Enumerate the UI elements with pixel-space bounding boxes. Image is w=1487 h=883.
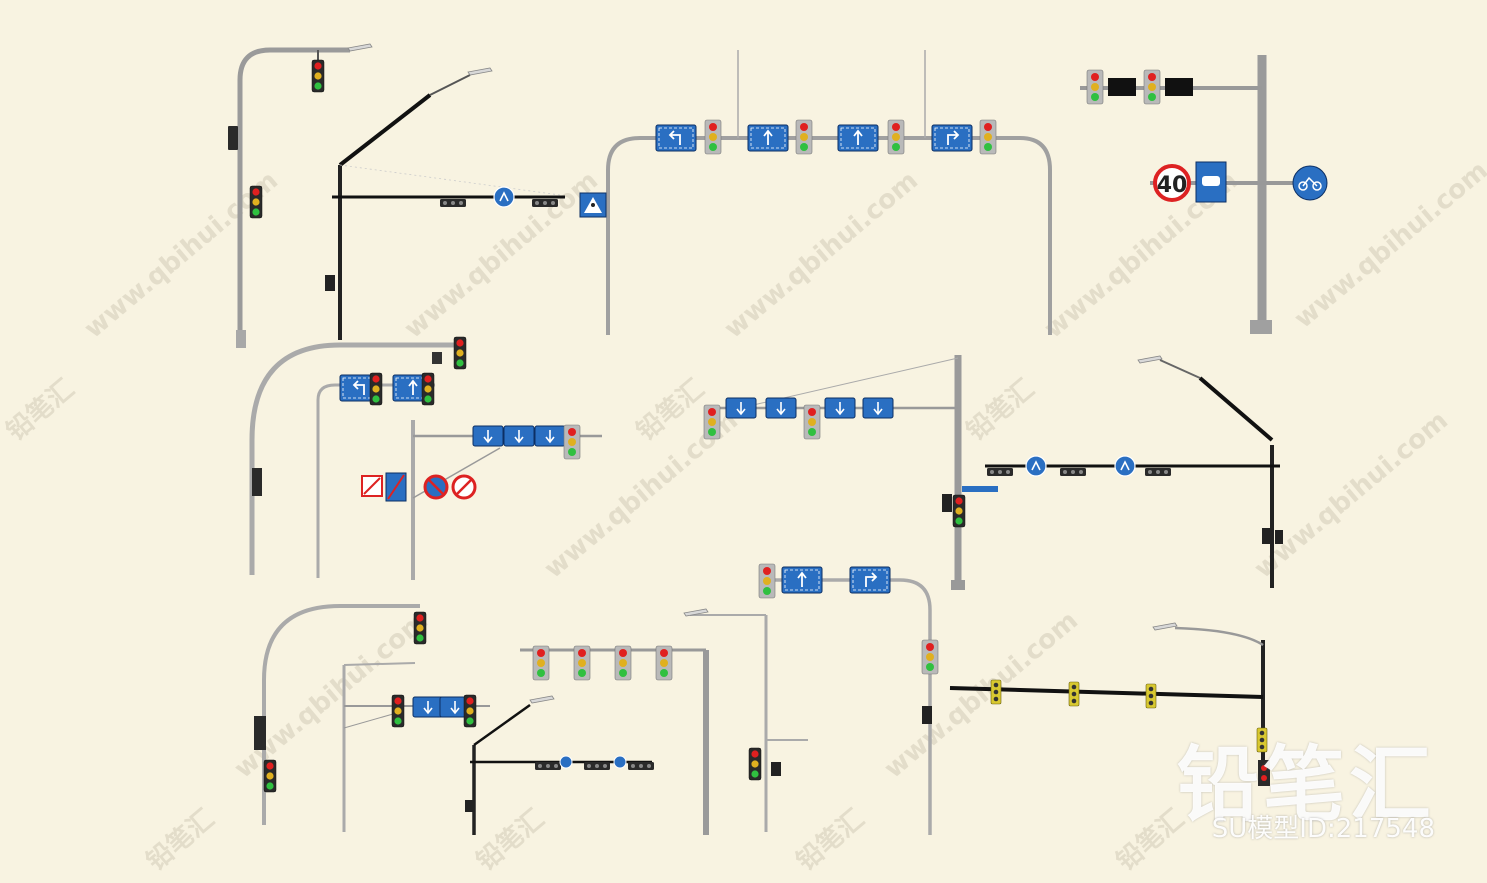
- traffic-light-icon: [1060, 468, 1086, 476]
- no-u-turn-sign-icon: [423, 474, 477, 500]
- street-lamp-icon: [529, 695, 555, 704]
- arrow-sign-icon: [862, 397, 894, 419]
- arrow-sign-icon: [765, 397, 797, 419]
- arrow-sign-icon: [781, 566, 823, 594]
- street-lamp-icon: [1152, 622, 1178, 631]
- arrow-sign-icon: [613, 755, 627, 769]
- curved-pole-bottom-left: [254, 604, 490, 832]
- car-lane-sign-icon: [1195, 161, 1227, 203]
- arrow-sign-icon: [493, 186, 515, 208]
- traffic-light-icon: [249, 185, 263, 219]
- brand-watermark: 铅笔汇: [1176, 738, 1435, 833]
- curved-pole-with-arrow-signs: [758, 563, 939, 835]
- bicycle-sign-icon: [1292, 165, 1328, 201]
- traffic-light-icon: [655, 645, 673, 681]
- arrow-sign-icon: [503, 425, 535, 447]
- arrow-sign-icon: [655, 124, 697, 152]
- curved-poles-middle-left: [249, 336, 602, 580]
- sign-post-top-right: 40: [1080, 55, 1328, 334]
- pole-with-yellow-lights: [949, 622, 1270, 786]
- traffic-light-icon: [771, 762, 781, 776]
- center-pole-with-arm: [703, 355, 998, 590]
- traffic-light-icon: [1165, 78, 1193, 96]
- traffic-light-icon: [440, 199, 466, 207]
- traffic-light-icon: [325, 275, 335, 291]
- street-lamp-icon: [467, 67, 493, 76]
- traffic-light-icon: [1068, 681, 1080, 707]
- traffic-light-icon: [369, 372, 383, 406]
- traffic-light-icon: [584, 762, 610, 770]
- traffic-light-icon: [1258, 760, 1270, 786]
- traffic-light-icon: [704, 119, 722, 155]
- traffic-light-icon: [263, 759, 277, 793]
- street-lamp-icon: [347, 43, 373, 52]
- traffic-light-icon: [432, 352, 442, 364]
- traffic-light-icon: [228, 126, 238, 150]
- traffic-light-icon: [795, 119, 813, 155]
- no-u-turn-sign-icon: [361, 475, 383, 497]
- traffic-light-icon: [1108, 78, 1136, 96]
- arrow-sign-icon: [412, 696, 444, 718]
- traffic-light-icon: [987, 468, 1013, 476]
- arrow-sign-icon: [472, 425, 504, 447]
- traffic-light-icon: [952, 494, 966, 528]
- traffic-light-icon: [421, 372, 435, 406]
- traffic-light-icon: [614, 645, 632, 681]
- traffic-light-icon: [532, 645, 550, 681]
- gantry-arch: [579, 50, 1052, 335]
- pole-with-arm-right: [985, 355, 1283, 588]
- arrow-sign-icon: [385, 472, 407, 502]
- traffic-light-icon: [628, 762, 654, 770]
- arrow-sign-icon: [747, 124, 789, 152]
- street-lamp-icon: [1137, 355, 1163, 364]
- arrow-sign-icon: [931, 124, 973, 152]
- arrow-sign-icon: [559, 755, 573, 769]
- traffic-light-icon: [563, 424, 581, 460]
- speed-limit-sign-icon: 40: [1153, 164, 1191, 202]
- traffic-light-icon: [391, 694, 405, 728]
- traffic-light-icon: [453, 336, 467, 370]
- model-id-label: SU模型ID:217548: [1211, 814, 1435, 844]
- speed-limit-label: 40: [1157, 173, 1188, 198]
- pole-with-arm-1: [325, 67, 565, 340]
- traffic-light-icon: [311, 59, 325, 93]
- arrow-sign-icon: [824, 397, 856, 419]
- arrow-sign-icon: [534, 425, 566, 447]
- traffic-light-icon: [252, 468, 262, 496]
- arrow-sign-icon: [962, 486, 998, 492]
- arrow-sign-icon: [1025, 455, 1047, 477]
- traffic-light-icon: [254, 716, 266, 750]
- traffic-light-icon: [942, 494, 952, 512]
- pole-with-arm-bottom: [465, 695, 654, 835]
- traffic-light-icon: [1262, 528, 1272, 544]
- traffic-light-icon: [1145, 683, 1157, 709]
- arrow-sign-icon: [849, 566, 891, 594]
- traffic-light-icon: [463, 694, 477, 728]
- traffic-light-icon: [758, 563, 776, 599]
- traffic-light-icon: [1275, 530, 1283, 544]
- traffic-light-icon: [573, 645, 591, 681]
- traffic-light-icon: [803, 404, 821, 440]
- pedestrian-crossing-icon: [579, 192, 607, 218]
- traffic-light-icon: [535, 762, 561, 770]
- traffic-light-icon: [1086, 69, 1104, 105]
- pole-with-four-lights: [520, 608, 808, 835]
- arrow-sign-icon: [725, 397, 757, 419]
- traffic-light-icon: [748, 747, 762, 781]
- traffic-light-icon: [979, 119, 997, 155]
- traffic-light-icon: [1143, 69, 1161, 105]
- arrow-sign-icon: [1114, 455, 1136, 477]
- traffic-light-icon: [465, 800, 475, 812]
- traffic-light-icon: [922, 706, 932, 724]
- traffic-light-icon: [703, 404, 721, 440]
- traffic-light-icon: [887, 119, 905, 155]
- traffic-light-icon: [921, 639, 939, 675]
- traffic-light-icon: [413, 611, 427, 645]
- traffic-light-icon: [1145, 468, 1171, 476]
- traffic-light-icon: [532, 199, 558, 207]
- lamp-pole-with-signals-1: [228, 43, 373, 348]
- traffic-light-icon: [990, 679, 1002, 705]
- arrow-sign-icon: [837, 124, 879, 152]
